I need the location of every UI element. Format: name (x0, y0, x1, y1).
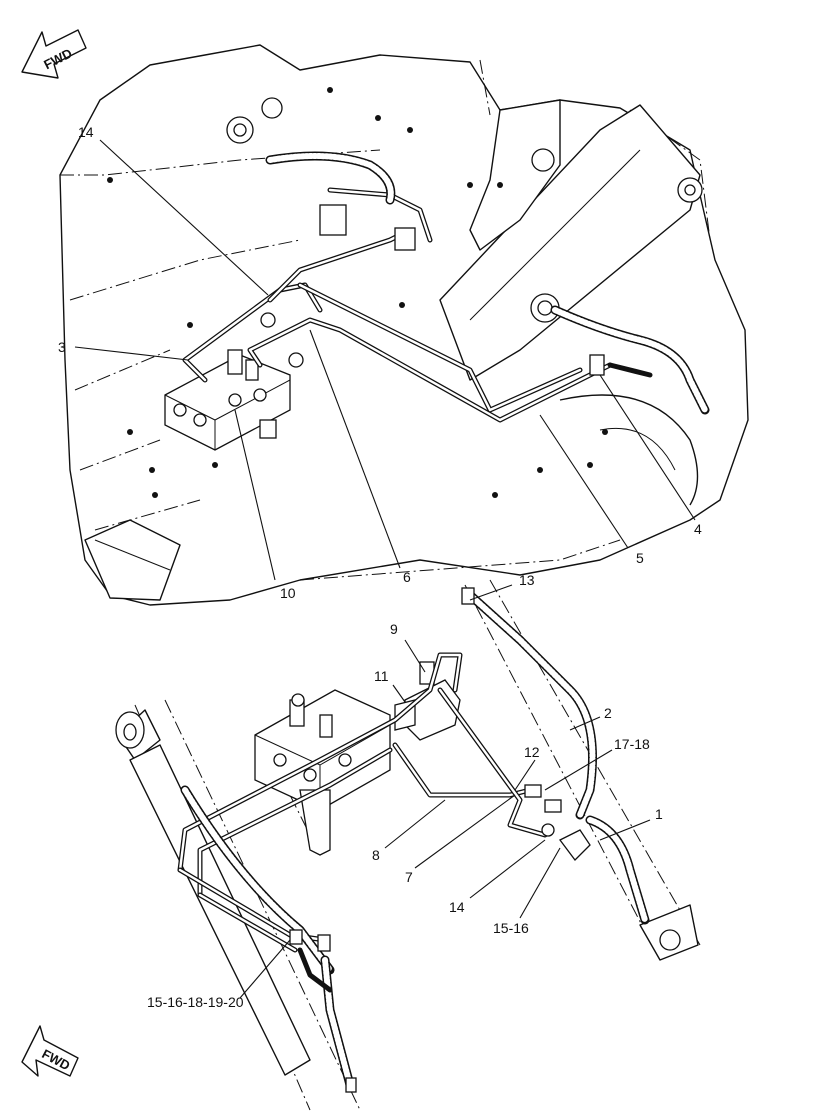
callout-15-16-18-19-20: 15-16-18-19-20 (147, 994, 244, 1010)
fwd-arrow-icon: FWD (21, 1025, 79, 1077)
callout-1: 1 (655, 806, 663, 822)
callout-4: 4 (694, 521, 702, 537)
callout-labels: 14 3 4 5 6 10 13 9 11 2 17-18 12 1 8 7 1… (58, 124, 702, 1010)
callout-2: 2 (604, 705, 612, 721)
callout-11: 11 (374, 668, 389, 684)
callout-14-lower: 14 (449, 899, 465, 915)
lift-cylinder-left (115, 709, 311, 1076)
leader-lines (74, 139, 696, 999)
callout-3: 3 (58, 339, 66, 355)
callout-17-18: 17-18 (614, 736, 650, 752)
lower-tube-routing (177, 587, 650, 1093)
upper-valve-assembly (164, 349, 304, 451)
callout-7: 7 (405, 869, 413, 885)
lower-valve-assembly (254, 661, 461, 856)
callout-10: 10 (280, 585, 296, 601)
callout-14-upper: 14 (78, 124, 94, 140)
callout-5: 5 (636, 550, 644, 566)
callout-15-16: 15-16 (493, 920, 529, 936)
callout-8: 8 (372, 847, 380, 863)
machine-frame (59, 44, 749, 606)
callout-12: 12 (524, 744, 540, 760)
upper-tube-routing (182, 151, 710, 423)
fwd-arrow-icon: FWD (21, 29, 87, 79)
callout-9: 9 (390, 621, 398, 637)
lift-cylinder-right (639, 904, 699, 961)
callout-13: 13 (519, 572, 535, 588)
callout-6: 6 (403, 569, 411, 585)
